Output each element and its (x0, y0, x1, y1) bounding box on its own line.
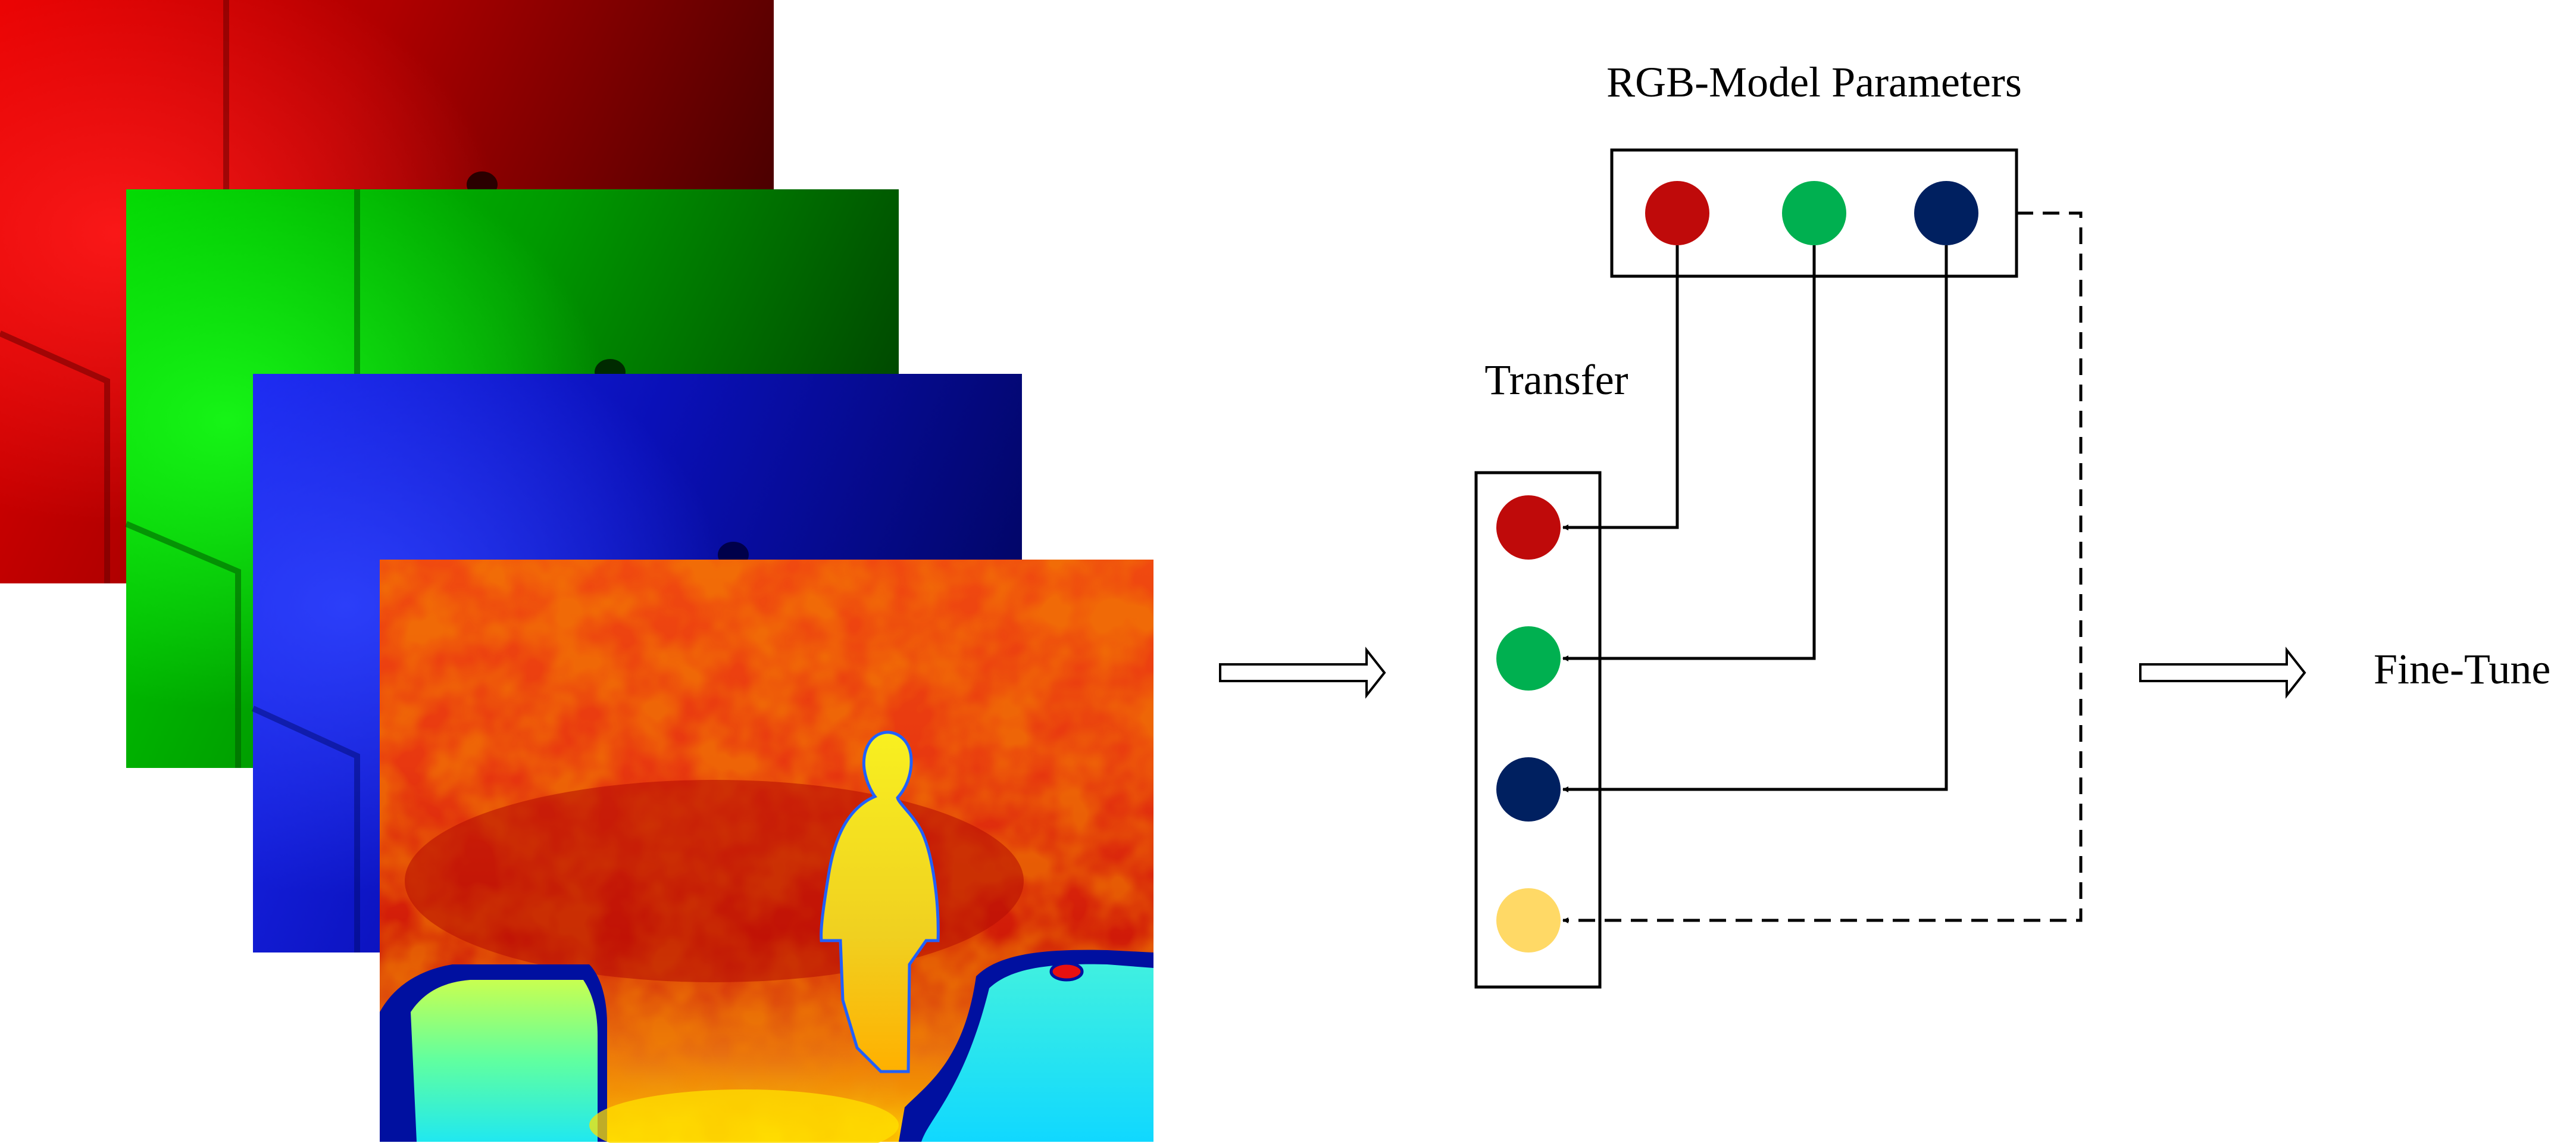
rgb-model-parameters-label: RGB-Model Parameters (1606, 58, 2022, 106)
red-transfer-arrow (1562, 245, 1679, 530)
blue-transfer-arrow (1562, 245, 1948, 792)
fine-tune-arrow-icon (2139, 647, 2306, 699)
red-parameter-node (1645, 181, 1709, 245)
fine-tune-label: Fine-Tune (2374, 645, 2550, 693)
depth-image (380, 560, 1153, 1143)
blue-parameter-node (1914, 181, 1978, 245)
transferred-red-node (1496, 495, 1561, 560)
green-parameter-node (1782, 181, 1846, 245)
transferred-blue-node (1496, 757, 1561, 822)
green-transfer-arrow (1562, 245, 1816, 661)
input-arrow-icon (1219, 647, 1386, 699)
depth-parameter-node (1496, 888, 1561, 952)
depth-init-dashed-arrow (1562, 211, 2083, 923)
transferred-green-node (1496, 626, 1561, 691)
transfer-label: Transfer (1484, 356, 1628, 404)
